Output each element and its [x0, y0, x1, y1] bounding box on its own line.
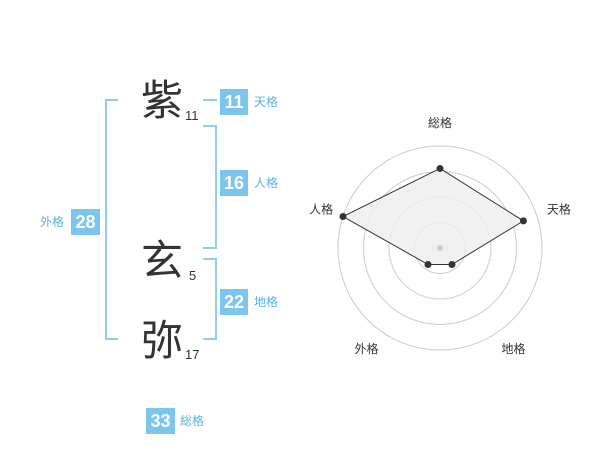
radar-axis-label: 地格	[501, 341, 525, 356]
radar-point	[448, 261, 456, 269]
chikaku-label: 地格	[254, 295, 279, 309]
radar-point	[519, 217, 527, 225]
radar-point	[436, 164, 444, 172]
name-char-3: 弥	[141, 316, 184, 365]
name-char-3-strokes: 17	[185, 347, 200, 362]
name-char-2-strokes: 5	[189, 268, 197, 283]
radar-point	[424, 261, 432, 269]
gaikaku-bracket	[105, 99, 118, 340]
radar-grid-ring	[337, 145, 543, 351]
radar-axis-label: 天格	[547, 201, 571, 216]
soukaku-label: 総格	[180, 414, 205, 428]
name-char-1: 紫	[141, 76, 184, 125]
gaikaku-label: 外格	[40, 215, 65, 229]
jinkaku-value: 16	[220, 170, 248, 196]
name-char-2: 玄	[141, 236, 184, 285]
tenkaku-value: 11	[220, 89, 248, 115]
chikaku-value: 22	[220, 289, 248, 315]
radar-center-dot	[437, 245, 443, 251]
radar-axis-label: 外格	[355, 341, 379, 356]
radar-point	[339, 212, 347, 220]
soukaku-value: 33	[146, 408, 175, 434]
radar-axis-label: 総格	[428, 115, 452, 130]
chikaku-bracket	[203, 258, 217, 340]
tenkaku-bracket	[203, 99, 217, 102]
gaikaku-value: 28	[71, 209, 100, 235]
jinkaku-bracket	[203, 125, 217, 249]
name-char-1-strokes: 11	[185, 108, 199, 123]
tenkaku-label: 天格	[254, 95, 279, 109]
radar-axis-label: 人格	[309, 201, 333, 216]
radar-polygon	[341, 167, 525, 265]
jinkaku-label: 人格	[254, 176, 279, 190]
